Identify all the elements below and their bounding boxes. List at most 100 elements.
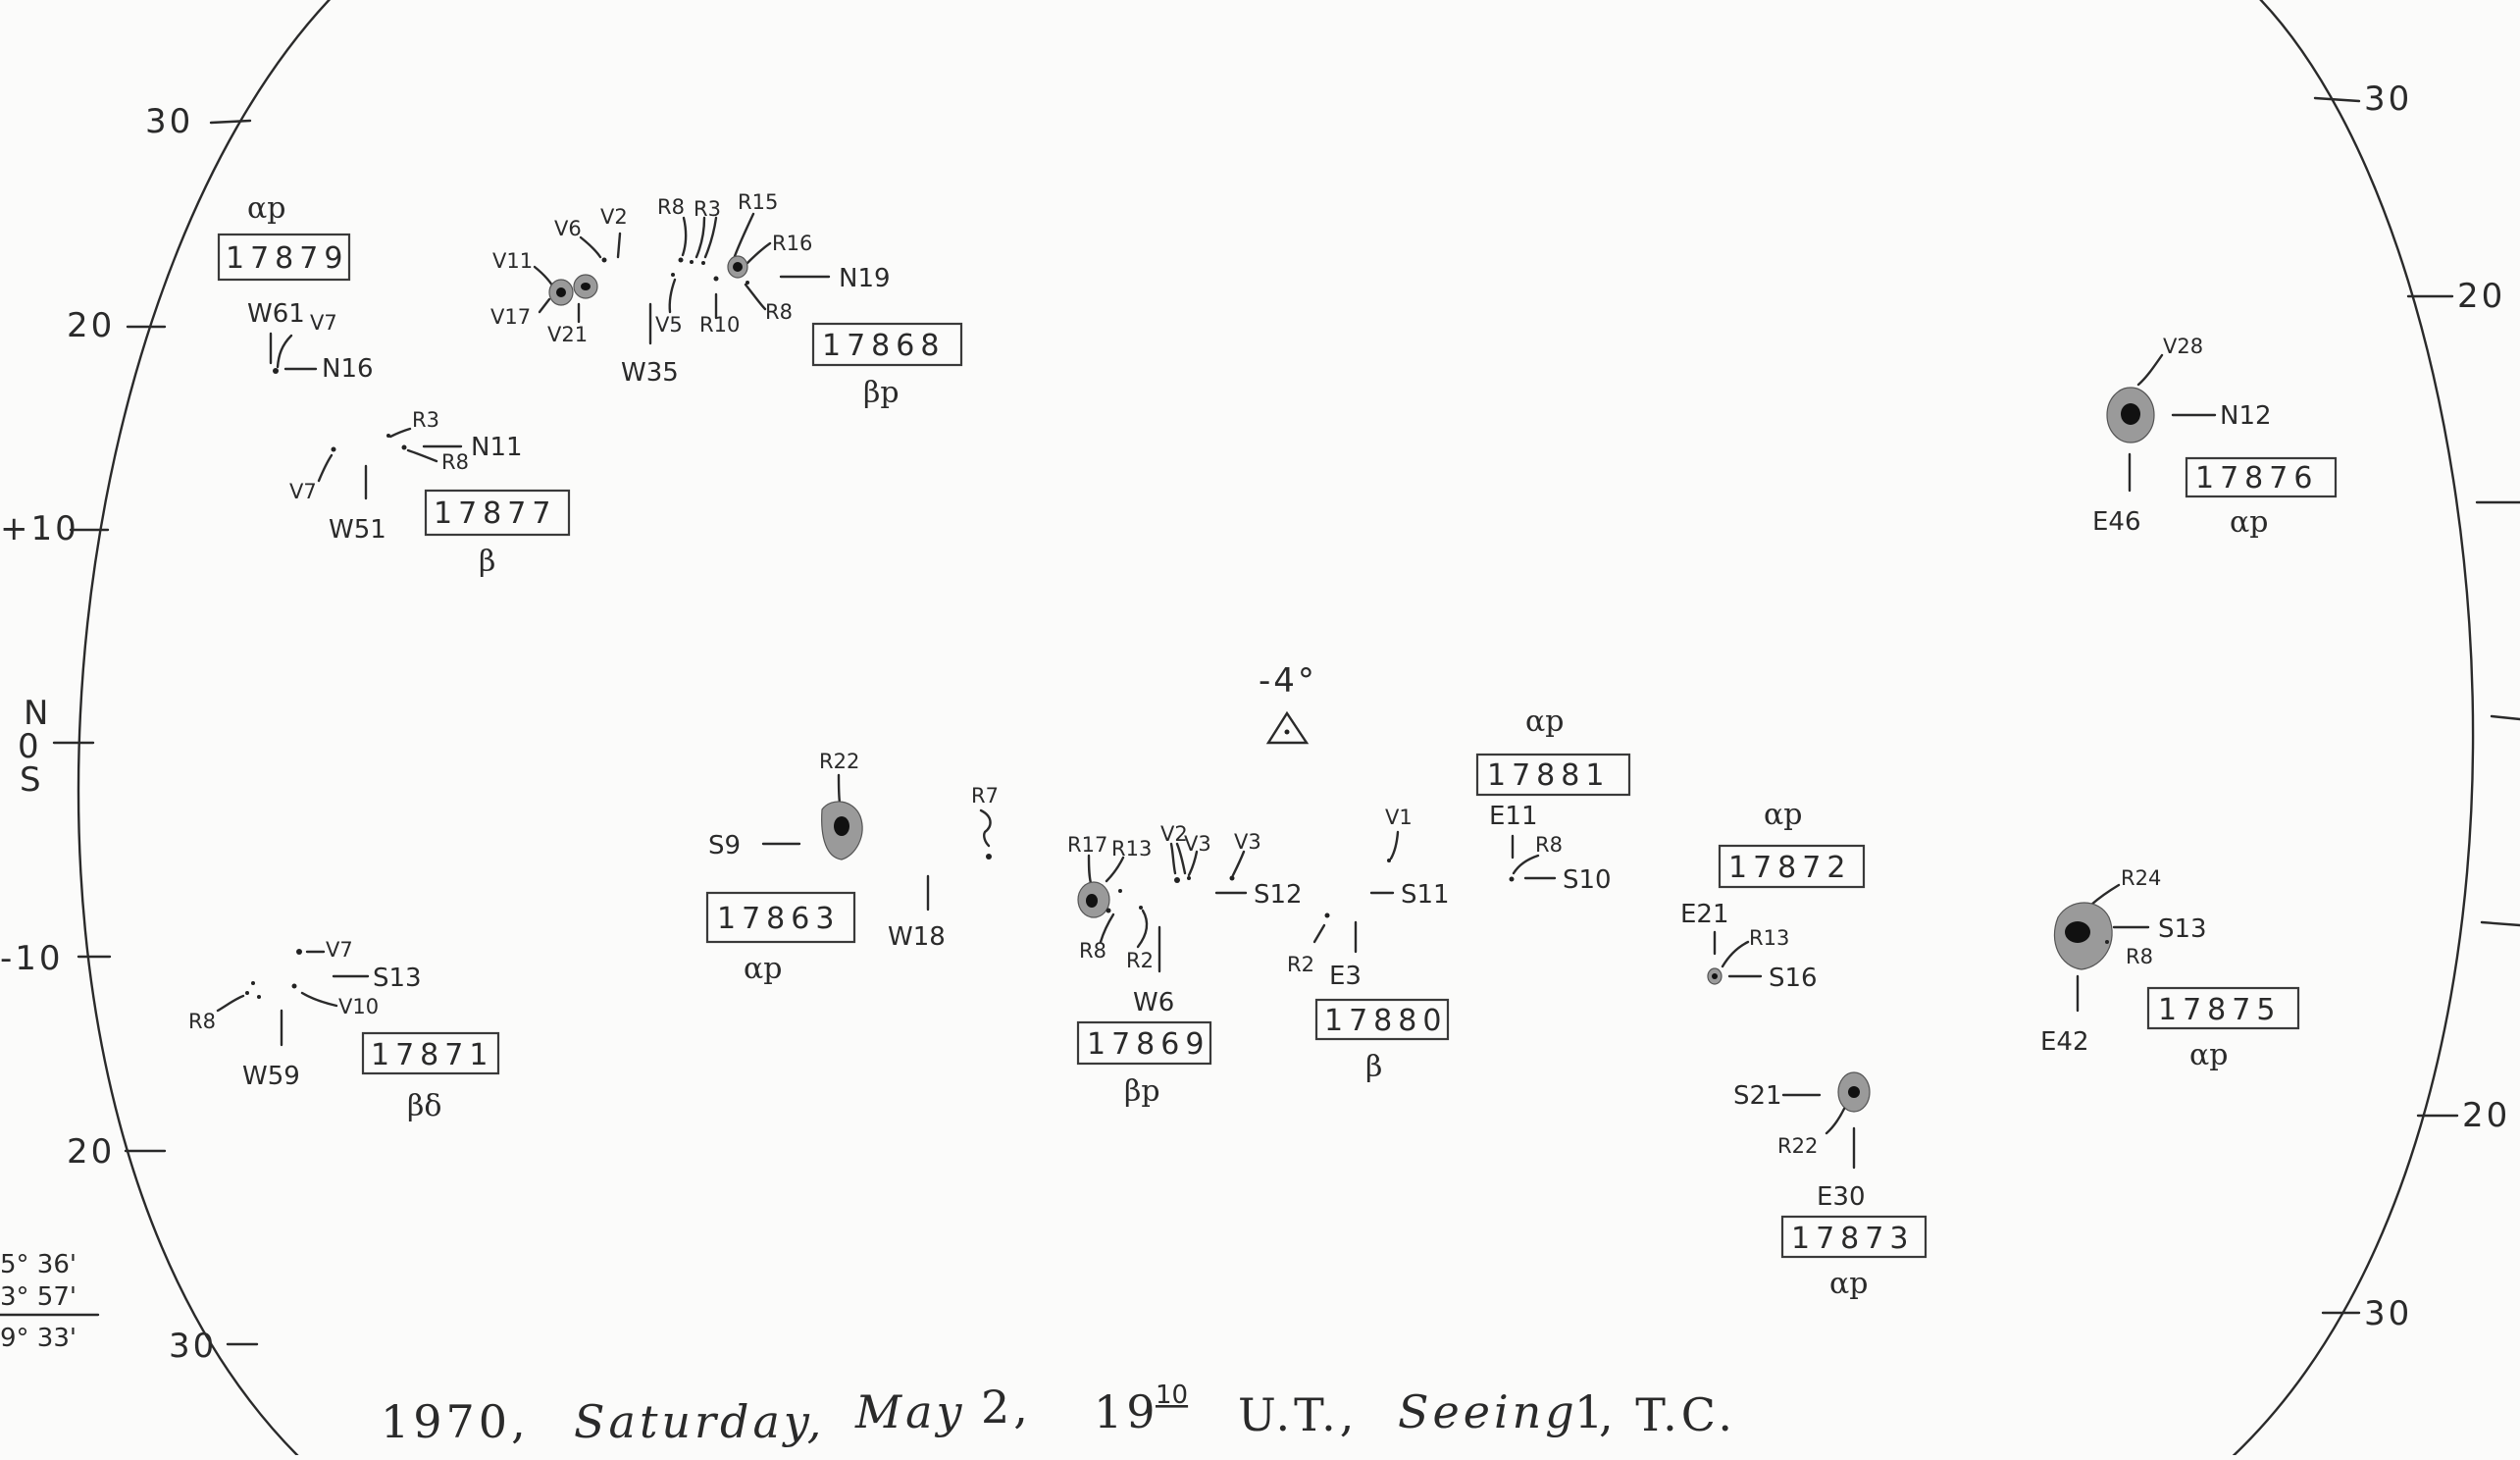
region-17871-spot-v10: V10 — [338, 995, 379, 1018]
region-17868-spot-v17: V17 — [490, 305, 531, 329]
solar-limb-right — [2227, 0, 2475, 1460]
region-17872: αp 17872 E21 R13 S16 — [1680, 798, 1866, 993]
axis-label-30s: 30 — [169, 1327, 217, 1366]
region-17879-number: 17879 — [226, 241, 348, 276]
region-17877-number: 17877 — [434, 496, 556, 531]
region-17873-class: αp — [1829, 1267, 1868, 1301]
region-17877-spot-r3: R3 — [412, 408, 439, 432]
region-17872-position: E21 — [1680, 900, 1729, 929]
region-17879: αp 17879 W61 V7 N16 — [217, 191, 374, 384]
caption-time: 19 — [1094, 1385, 1159, 1438]
region-17875-class: αp — [2189, 1038, 2228, 1072]
region-17872-latitude: S16 — [1769, 964, 1818, 993]
axis-label-south: S — [20, 760, 44, 800]
region-17873-spot-r22: R22 — [1777, 1134, 1818, 1158]
region-17868-spot-r16: R16 — [772, 232, 812, 255]
axis-label-20s: 20 — [67, 1132, 115, 1172]
region-17873-latitude: S21 — [1733, 1081, 1782, 1111]
region-17877-spot-v7: V7 — [289, 480, 317, 503]
region-17869-spot-v3-b: V3 — [1234, 830, 1261, 854]
right-axis-label-30s: 30 — [2364, 1294, 2412, 1333]
region-17869: R17 R13 V2 V3 V3 R8 R2 S12 W6 17869 βp — [1067, 822, 1303, 1109]
region-17876-latitude: N12 — [2220, 401, 2272, 431]
region-17879-latitude: N16 — [322, 354, 374, 384]
region-17880-number: 17880 — [1324, 1004, 1447, 1038]
region-17869-number: 17869 — [1087, 1027, 1209, 1062]
region-17869-spot-r13: R13 — [1111, 837, 1152, 860]
region-17875-spot-r8: R8 — [2126, 945, 2153, 968]
region-17880-class: β — [1365, 1050, 1382, 1084]
region-17872-spot-r13: R13 — [1749, 926, 1789, 950]
region-17880-spot-v1: V1 — [1385, 806, 1413, 829]
region-w18-position: W18 — [888, 922, 946, 952]
region-17877-latitude: N11 — [471, 433, 523, 462]
region-17863-latitude: S9 — [708, 831, 741, 860]
region-17876-class: αp — [2230, 505, 2268, 540]
region-17881-position: E11 — [1489, 802, 1538, 831]
region-17869-position: W6 — [1133, 988, 1174, 1017]
left-latitude-axis: 30 20 +10 N 0 S -10 20 30 — [0, 102, 259, 1366]
caption-ut: U.T., — [1238, 1388, 1358, 1441]
axis-label-north: N — [24, 694, 51, 733]
region-17871-position: W59 — [242, 1062, 300, 1091]
region-17877: R3 R8 V7 N11 W51 17877 β — [289, 408, 571, 579]
region-17875: R24 S13 R8 E42 17875 αp — [2040, 866, 2300, 1072]
caption-time-minutes: 10 — [1156, 1381, 1188, 1410]
center-angle-label: -4° — [1259, 661, 1317, 701]
region-17868-latitude: N19 — [839, 264, 891, 293]
caption-seeing-label: Seeing — [1398, 1385, 1578, 1438]
region-17869-class: βp — [1124, 1074, 1160, 1109]
caption-date: 2, — [981, 1381, 1032, 1434]
region-17876-spot-v28: V28 — [2163, 335, 2203, 358]
region-17871-latitude: S13 — [373, 964, 422, 993]
region-17868-position: W35 — [621, 358, 679, 388]
region-17868-spot-v2: V2 — [600, 205, 628, 229]
region-17868-number: 17868 — [822, 329, 945, 363]
axis-label-10s: -10 — [0, 939, 64, 978]
caption-year: 1970, — [381, 1395, 530, 1448]
region-17869-latitude: S12 — [1254, 880, 1303, 910]
region-17868: V11 V6 V2 R8 R3 R15 R16 V17 V21 V5 R10 R… — [490, 190, 963, 410]
region-17877-class: β — [479, 545, 495, 579]
region-17881-class: αp — [1525, 704, 1564, 739]
region-17875-number: 17875 — [2158, 993, 2281, 1027]
region-17872-class: αp — [1764, 798, 1802, 832]
region-17876: V28 N12 E46 17876 αp — [2092, 335, 2338, 540]
region-17881-latitude: S10 — [1563, 865, 1612, 895]
right-axis-label-20s: 20 — [2462, 1096, 2510, 1135]
region-17863-class: αp — [744, 952, 782, 986]
region-17868-spot-r10: R10 — [699, 313, 740, 337]
region-17871: V7 R8 S13 V10 W59 17871 βδ — [188, 938, 500, 1123]
corner-angle-2: 3° 57' — [0, 1282, 77, 1312]
right-axis-label-30n: 30 — [2364, 79, 2412, 119]
region-17871-class: βδ — [407, 1089, 441, 1123]
region-17868-spot-r15: R15 — [738, 190, 778, 214]
region-17863-spot-r22: R22 — [819, 750, 859, 773]
solar-limb-left — [77, 0, 332, 1460]
axis-label-zero: 0 — [18, 727, 42, 766]
region-17879-spot-v7: V7 — [310, 311, 337, 335]
region-17868-spot-r8-lower: R8 — [765, 300, 793, 324]
region-17880-spot-r2: R2 — [1287, 953, 1314, 976]
region-17881: αp 17881 E11 R8 S10 — [1475, 704, 1631, 895]
axis-label-30n: 30 — [145, 102, 193, 141]
region-17869-spot-r17: R17 — [1067, 833, 1107, 857]
center-triangle-icon — [1265, 710, 1310, 745]
region-17880-latitude: S11 — [1401, 880, 1450, 910]
region-17875-position: E42 — [2040, 1027, 2089, 1057]
corner-angle-1: 5° 36' — [0, 1250, 77, 1279]
caption-observer: , T.C. — [1599, 1388, 1736, 1441]
region-17873-number: 17873 — [1791, 1222, 1914, 1256]
region-17879-position: W61 — [247, 299, 305, 329]
region-17881-spot-r8: R8 — [1535, 833, 1563, 857]
region-17881-number: 17881 — [1487, 758, 1610, 793]
region-17876-number: 17876 — [2195, 461, 2318, 495]
observation-caption: 1970, Saturday, May 2, 19 10 U.T., Seein… — [381, 1381, 1736, 1448]
region-17880: V1 S11 R2 E3 17880 β — [1287, 806, 1450, 1084]
region-17875-latitude: S13 — [2158, 914, 2207, 944]
region-17880-position: E3 — [1329, 962, 1362, 991]
region-17869-spot-v2: V2 — [1160, 822, 1188, 846]
region-17869-spot-r8: R8 — [1079, 939, 1106, 963]
